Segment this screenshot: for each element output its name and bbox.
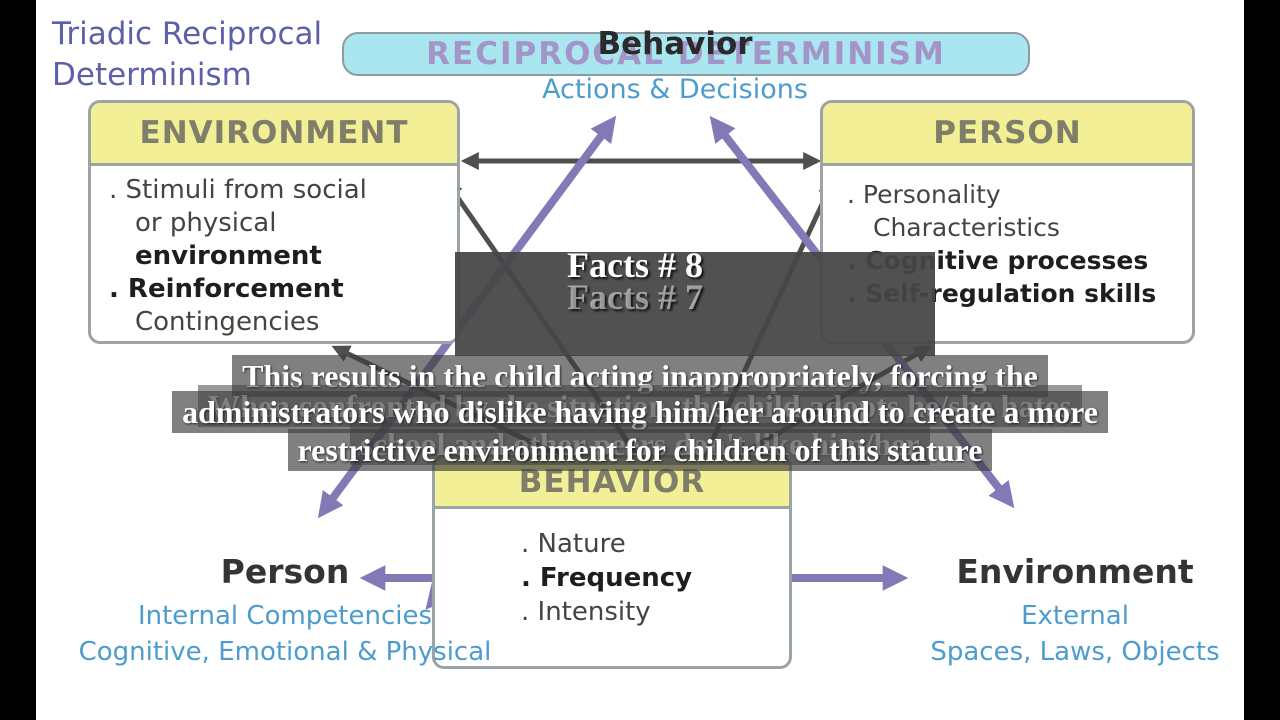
slide-title-line1: Triadic Reciprocal bbox=[52, 16, 323, 52]
environment-box: ENVIRONMENT . Stimuli from social or phy… bbox=[88, 100, 460, 344]
environment-box-header: ENVIRONMENT bbox=[91, 103, 457, 166]
environment-line: or physical bbox=[135, 208, 277, 238]
environment-line: . Reinforcement bbox=[109, 274, 344, 304]
environment-corner-title: Environment bbox=[956, 552, 1194, 591]
letterbox-left bbox=[0, 0, 36, 720]
behavior-line: . Frequency bbox=[521, 563, 693, 593]
slide-title-line2: Determinism bbox=[52, 57, 252, 93]
behavior-line: . Nature bbox=[521, 529, 626, 559]
reciprocal-determinism-banner: RECIPROCAL DETERMINISM bbox=[342, 32, 1030, 76]
environment-corner-sub1: External bbox=[1021, 601, 1129, 631]
person-corner-title: Person bbox=[220, 552, 350, 591]
environment-line: environment bbox=[135, 241, 322, 271]
person-corner-sub1: Internal Competencies bbox=[137, 601, 433, 631]
behavior-subtitle: Actions & Decisions bbox=[542, 74, 808, 105]
slide-title: Triadic Reciprocal Determinism bbox=[52, 14, 322, 96]
person-box-header: PERSON bbox=[823, 103, 1192, 166]
letterbox-right bbox=[1244, 0, 1280, 720]
behavior-line: . Intensity bbox=[521, 597, 651, 627]
environment-line: Contingencies bbox=[135, 307, 320, 337]
facts-previous-title: Facts # 7 bbox=[567, 277, 703, 317]
behavior-heading: Behavior bbox=[597, 26, 753, 62]
person-corner-label: Person Internal Competencies Cognitive, … bbox=[60, 552, 510, 667]
banner-label: RECIPROCAL DETERMINISM bbox=[426, 36, 946, 72]
person-line: . Personality bbox=[847, 180, 1001, 209]
person-line: Characteristics bbox=[873, 213, 1060, 242]
environment-corner-label: Environment External Spaces, Laws, Objec… bbox=[900, 552, 1250, 667]
environment-line: . Stimuli from social bbox=[109, 175, 367, 205]
caption-current-line-3: restrictive environment for children of … bbox=[36, 429, 1244, 471]
person-corner-sub2: Cognitive, Emotional & Physical bbox=[78, 637, 492, 667]
environment-corner-sub2: Spaces, Laws, Objects bbox=[930, 637, 1220, 667]
